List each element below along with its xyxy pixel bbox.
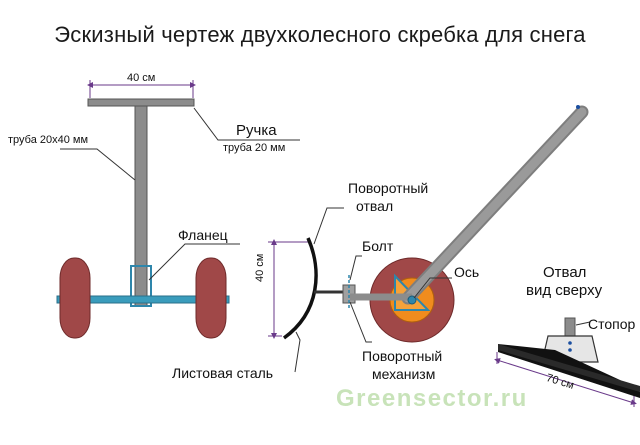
flange-label: Фланец: [178, 227, 228, 243]
blade-height-label: 40 см: [254, 253, 266, 282]
dimension-blade-width: [494, 352, 637, 407]
top-view-label-line2: вид сверху: [526, 282, 603, 299]
leader-sheet-steel: [294, 331, 301, 373]
pipe-20-label: труба 20 мм: [223, 142, 286, 154]
handle-label: Ручка: [236, 122, 277, 139]
rotary-blade-label-line1: Поворотный: [348, 180, 429, 196]
watermark: Greensector.ru: [336, 385, 528, 412]
leader-flange: [148, 243, 240, 281]
top-view-label-line1: Отвал: [543, 264, 587, 281]
leader-pipe-20x40: [60, 148, 136, 181]
stopper-post: [564, 317, 576, 339]
flange: [130, 265, 152, 307]
stopper-label: Стопор: [588, 316, 636, 332]
leader-handle: [193, 107, 300, 141]
axle-label: Ось: [454, 264, 480, 280]
dimension-handle-width: [87, 80, 196, 98]
leader-mechanism: [349, 301, 372, 343]
right-wheel: [195, 257, 227, 339]
rotary-blade-label-line2: отвал: [356, 198, 394, 214]
mechanism-label-line1: Поворотный: [362, 348, 443, 364]
dimension-blade-height: [268, 239, 310, 339]
vertical-pipe: [134, 105, 148, 307]
handle-bar: [87, 98, 195, 107]
diagram-title: Эскизный чертеж двухколесного скребка дл…: [54, 22, 586, 47]
curved-blade: [282, 237, 318, 340]
bolt-label: Болт: [362, 238, 394, 254]
mechanism-label-line2: механизм: [372, 366, 436, 382]
sheet-steel-label: Листовая сталь: [172, 365, 274, 381]
front-axle: [56, 295, 230, 304]
left-wheel: [59, 257, 91, 339]
handle-width-label: 40 см: [127, 72, 156, 84]
leader-bolt: [349, 255, 362, 281]
pipe-20x40-label: труба 20х40 мм: [8, 134, 89, 146]
leader-axle: [413, 277, 452, 299]
leader-rotary-blade: [313, 207, 344, 245]
leader-stopper: [575, 321, 591, 326]
